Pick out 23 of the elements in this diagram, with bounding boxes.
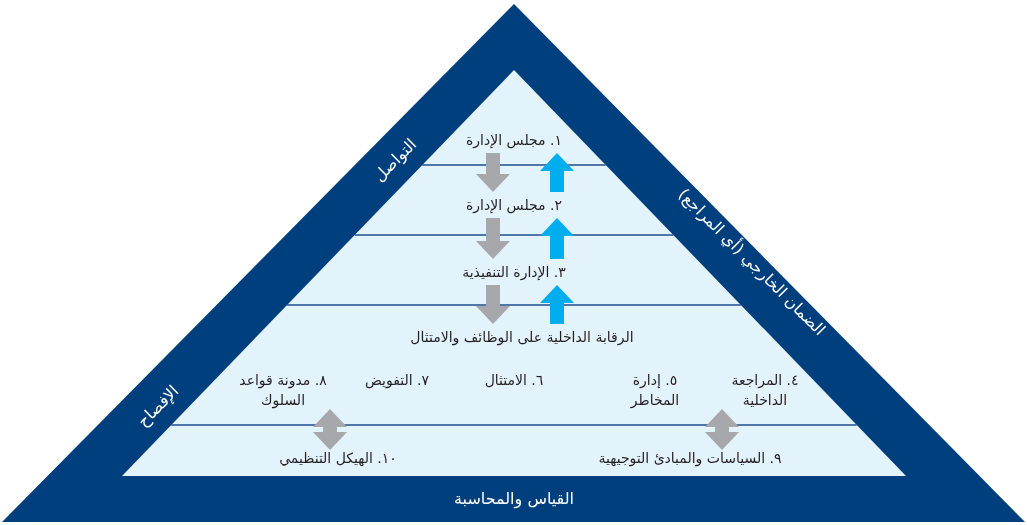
arrow: [476, 285, 510, 324]
level-label: ٨. مدونة قواعد السلوك: [223, 368, 343, 412]
level-label: ١٠. الهيكل التنظيمي: [268, 447, 408, 469]
arrow: [476, 218, 510, 259]
arrow: [540, 218, 574, 259]
level-label: ٦. الامتثال: [464, 369, 564, 391]
level-label: ٥. إدارة المخاطر: [610, 368, 700, 412]
arrow: [476, 153, 510, 192]
level-label: ٤. المراجعة الداخلية: [713, 368, 817, 412]
level-label: ٢. مجلس الإدارة: [444, 194, 584, 216]
base-band-label: القياس والمحاسبة: [454, 488, 574, 508]
side-band-label: التواصل: [369, 134, 421, 186]
arrow: [540, 285, 574, 324]
arrow: [540, 153, 574, 192]
side-band-label: الضمان الخارجي (أي المراجع): [674, 184, 830, 340]
arrow: [705, 409, 739, 450]
level-label: ٧. التفويض: [347, 369, 447, 391]
level-label: ٩. السياسات والمبادئ التوجيهية: [580, 447, 800, 469]
level-label: ١. مجلس الإدارة: [444, 129, 584, 151]
arrow: [313, 409, 347, 450]
level-label: الرقابة الداخلية على الوظائف والامتثال: [372, 326, 672, 348]
side-band-label: الإفصاح: [133, 381, 183, 431]
level-label: ٣. الإدارة التنفيذية: [439, 261, 589, 283]
